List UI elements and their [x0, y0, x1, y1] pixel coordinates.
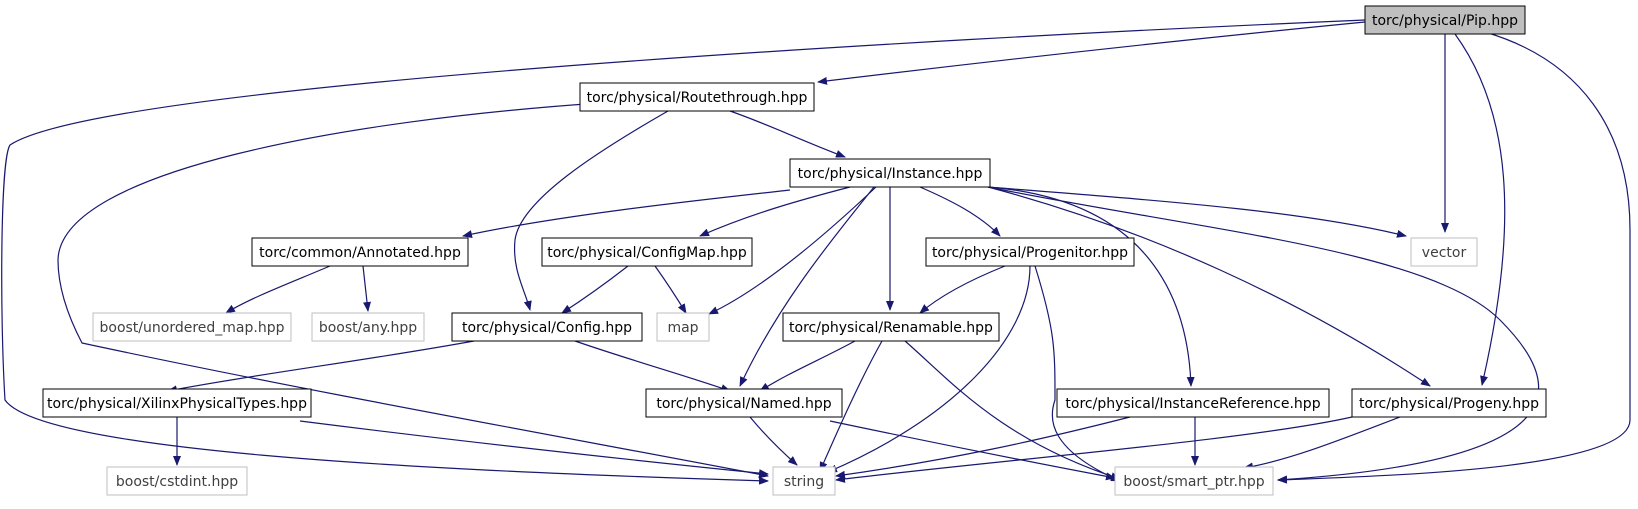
edge-pip-to-string	[1, 19, 1366, 485]
edge-named-to-string	[749, 416, 798, 466]
edge-renamable-to-named	[759, 340, 856, 392]
node-label: torc/physical/XilinxPhysicalTypes.hpp	[47, 396, 307, 412]
node-cstdint: boost/cstdint.hpp	[106, 466, 248, 496]
edge-instance-to-vector	[987, 186, 1407, 238]
node-label: string	[784, 474, 824, 490]
edge-instanceref-to-string	[835, 416, 1131, 479]
node-configmap[interactable]: torc/physical/ConfigMap.hpp	[541, 237, 753, 267]
edge-progenitor-to-string	[827, 265, 1031, 473]
node-unordered_map: boost/unordered_map.hpp	[92, 312, 292, 342]
edge-instance-to-smart_ptr	[987, 186, 1540, 484]
node-progenitor[interactable]: torc/physical/Progenitor.hpp	[925, 237, 1135, 267]
edge-instance-to-progeny	[987, 186, 1431, 387]
node-label: boost/smart_ptr.hpp	[1123, 474, 1264, 490]
edge-progeny-to-smart_ptr	[1243, 416, 1401, 471]
edge-config-to-named	[574, 340, 731, 392]
node-label: torc/physical/Progenitor.hpp	[932, 245, 1128, 261]
node-label: torc/physical/Config.hpp	[462, 320, 632, 336]
node-box	[1351, 388, 1547, 418]
edge-progenitor-to-smart_ptr	[1034, 265, 1121, 482]
node-box	[541, 237, 753, 267]
node-box	[251, 237, 469, 267]
edge-named-to-smart_ptr	[829, 420, 1116, 481]
node-box	[1114, 466, 1274, 496]
node-label: torc/physical/Progeny.hpp	[1359, 396, 1539, 412]
edge-pip-to-routethrough	[817, 21, 1366, 85]
edge-routethrough-to-config	[513, 110, 669, 311]
node-box	[106, 466, 248, 496]
edge-renamable-to-string	[819, 340, 883, 472]
edge-configmap-to-map	[654, 265, 687, 314]
node-named[interactable]: torc/physical/Named.hpp	[645, 388, 843, 418]
edge-annotated-to-any	[362, 265, 371, 312]
edge-instance-to-configmap	[699, 186, 851, 237]
edge-pip-to-progeny	[1454, 33, 1506, 386]
edge-configmap-to-config	[561, 265, 629, 314]
node-renamable[interactable]: torc/physical/Renamable.hpp	[782, 312, 1000, 342]
node-box	[1056, 388, 1330, 418]
node-box	[451, 312, 643, 342]
edge-annotated-to-unordered_map	[225, 265, 331, 314]
node-label: boost/any.hpp	[319, 320, 417, 336]
edge-instance-to-instanceref	[987, 186, 1195, 387]
edge-instance-to-progenitor	[919, 186, 1001, 237]
node-instanceref[interactable]: torc/physical/InstanceReference.hpp	[1056, 388, 1330, 418]
node-label: torc/common/Annotated.hpp	[259, 245, 461, 261]
edge-renamable-to-smart_ptr	[904, 340, 1121, 481]
edge-config-to-xilinx	[167, 340, 475, 394]
node-box	[311, 312, 425, 342]
edge-routethrough-to-string	[57, 102, 769, 479]
node-box	[92, 312, 292, 342]
node-instance[interactable]: torc/physical/Instance.hpp	[789, 158, 991, 188]
edge-routethrough-to-instance	[729, 110, 846, 158]
node-label: torc/physical/Named.hpp	[656, 396, 831, 412]
edges-layer	[1, 19, 1631, 485]
node-box	[1364, 5, 1526, 35]
node-smart_ptr: boost/smart_ptr.hpp	[1114, 466, 1274, 496]
node-box	[782, 312, 1000, 342]
edge-xilinx-to-string	[299, 420, 769, 478]
node-pip[interactable]: torc/physical/Pip.hpp	[1364, 5, 1526, 35]
node-label: torc/physical/Routethrough.hpp	[587, 90, 808, 106]
node-box	[645, 388, 843, 418]
node-label: torc/physical/ConfigMap.hpp	[547, 245, 747, 261]
node-routethrough[interactable]: torc/physical/Routethrough.hpp	[579, 82, 815, 112]
node-progeny[interactable]: torc/physical/Progeny.hpp	[1351, 388, 1547, 418]
node-box	[42, 388, 312, 418]
node-box	[789, 158, 991, 188]
edge-instance-to-map	[708, 186, 877, 315]
node-box	[925, 237, 1135, 267]
node-xilinx[interactable]: torc/physical/XilinxPhysicalTypes.hpp	[42, 388, 312, 418]
nodes-layer: torc/physical/Pip.hpp torc/physical/Route…	[42, 5, 1547, 496]
node-box	[579, 82, 815, 112]
node-label: vector	[1422, 245, 1467, 261]
edge-progenitor-to-renamable	[919, 265, 1006, 314]
node-label: torc/physical/Instance.hpp	[798, 166, 983, 182]
node-annotated[interactable]: torc/common/Annotated.hpp	[251, 237, 469, 267]
node-box	[656, 312, 710, 342]
edge-pip-to-smart_ptr	[1277, 31, 1631, 484]
node-config[interactable]: torc/physical/Config.hpp	[451, 312, 643, 342]
node-vector: vector	[1410, 237, 1478, 267]
node-label: map	[667, 320, 698, 336]
node-label: boost/unordered_map.hpp	[100, 320, 285, 336]
node-label: torc/physical/Pip.hpp	[1372, 13, 1518, 29]
node-label: torc/physical/Renamable.hpp	[789, 320, 993, 336]
edge-progeny-to-string	[835, 416, 1353, 483]
edge-instance-to-annotated	[462, 189, 791, 239]
node-any: boost/any.hpp	[311, 312, 425, 342]
node-label: torc/physical/InstanceReference.hpp	[1065, 396, 1320, 412]
node-map: map	[656, 312, 710, 342]
node-label: boost/cstdint.hpp	[116, 474, 238, 490]
edge-instance-to-named	[739, 186, 875, 387]
node-box	[1410, 237, 1478, 267]
node-box	[772, 466, 836, 496]
node-string: string	[772, 466, 836, 496]
